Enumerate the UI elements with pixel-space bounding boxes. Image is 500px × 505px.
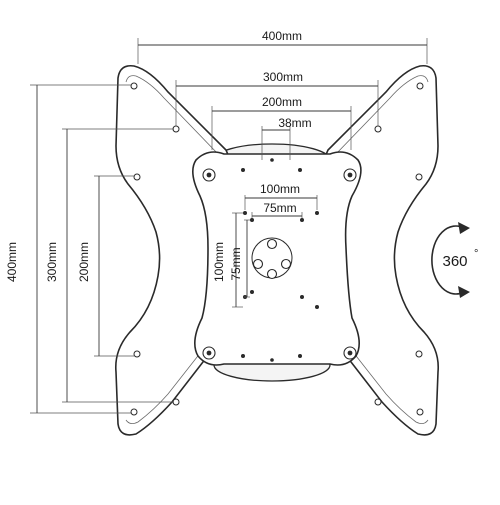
label-200mm-top: 200mm xyxy=(262,95,302,109)
dim-200-vertical xyxy=(94,175,135,357)
dim-200-horizontal xyxy=(211,106,352,150)
hub-bolt-bottom xyxy=(266,268,278,280)
label-400mm-left: 400mm xyxy=(5,242,19,282)
center-plate-corner-bolts xyxy=(202,168,357,360)
label-38mm: 38mm xyxy=(278,116,311,130)
rotation-indicator: 360 ° xyxy=(431,222,478,298)
label-400mm-top: 400mm xyxy=(262,29,302,43)
rotation-arc-icon xyxy=(431,225,465,295)
rotation-arrow-bottom-icon xyxy=(458,286,470,298)
dim-400-vertical xyxy=(30,84,132,414)
dim-38-horizontal xyxy=(261,126,291,160)
dim-100-center-vertical xyxy=(232,212,243,308)
rotation-arrow-top-icon xyxy=(458,222,470,234)
label-75mm-center-h: 75mm xyxy=(263,201,296,215)
dim-300-vertical xyxy=(62,128,174,403)
dim-100-center-horizontal xyxy=(244,195,318,210)
label-100mm-center-h: 100mm xyxy=(260,182,300,196)
label-75mm-center-v: 75mm xyxy=(229,247,243,280)
dim-400-horizontal xyxy=(137,38,428,64)
rotation-unit: ° xyxy=(474,248,478,260)
label-300mm-top: 300mm xyxy=(263,70,303,84)
hub-bolt-top xyxy=(266,238,278,250)
dim-75-center-vertical xyxy=(244,219,250,298)
label-100mm-center-v: 100mm xyxy=(212,242,226,282)
hub-bolt-left xyxy=(252,258,264,270)
hub-bolt-right xyxy=(280,258,292,270)
label-200mm-left: 200mm xyxy=(77,242,91,282)
label-300mm-left: 300mm xyxy=(45,242,59,282)
dim-75-center-horizontal xyxy=(251,212,303,218)
rotation-value: 360 xyxy=(442,253,467,270)
center-plate-holes xyxy=(241,158,319,362)
dim-300-horizontal xyxy=(175,80,379,126)
